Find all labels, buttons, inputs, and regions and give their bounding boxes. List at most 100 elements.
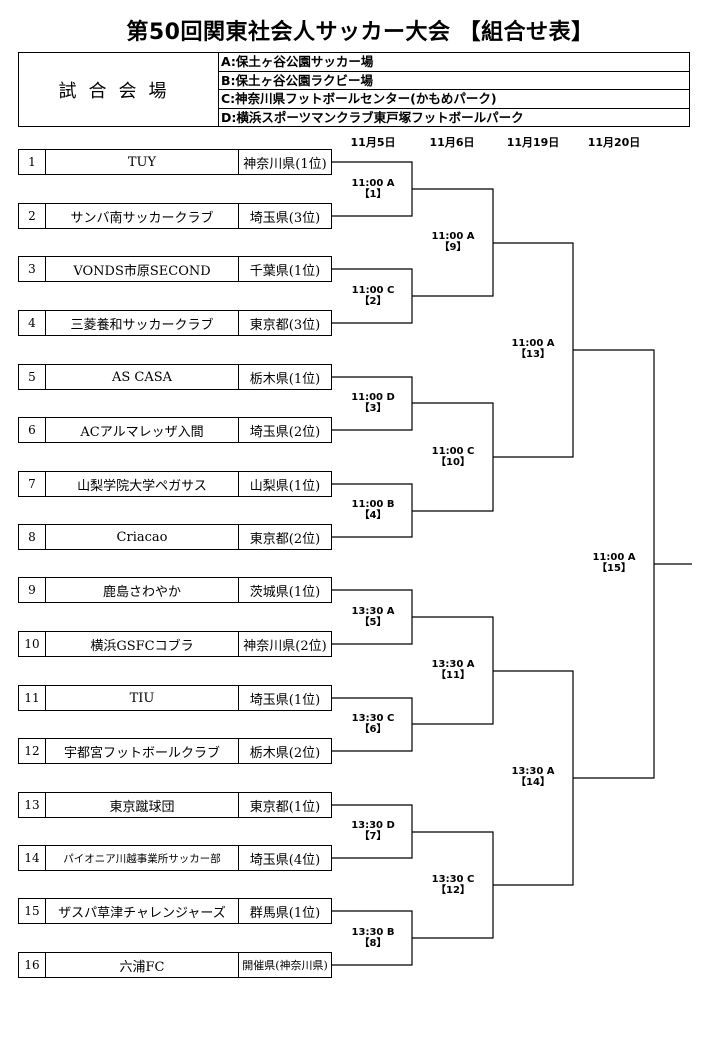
date-final: 11月20日 (587, 136, 641, 149)
team-row: 7 山梨学院大学ペガサス 山梨県(1位) (18, 471, 332, 497)
venue-d: D:横浜スポーツマンクラブ東戸塚フットボールパーク (221, 109, 524, 125)
team-prefecture: 栃木県(2位) (249, 745, 321, 761)
team-row: 8 Criacao 東京都(2位) (18, 524, 332, 550)
match-label: 11:00 D 【3】 (333, 392, 413, 414)
match-time: 11:00 B (351, 499, 395, 510)
match-number: 【7】 (359, 831, 387, 842)
team-name: 三菱養和サッカークラブ (46, 311, 239, 335)
team-prefecture: 茨城県(1位) (249, 584, 321, 600)
team-prefecture: 埼玉県(4位) (249, 852, 321, 868)
match-time: 11:00 A (592, 552, 636, 563)
match-number: 【5】 (359, 617, 387, 628)
match-time: 13:30 A (431, 659, 475, 670)
match-number: 【9】 (439, 242, 467, 253)
match-label: 13:30 B 【8】 (333, 927, 413, 949)
match-label: 13:30 C 【6】 (333, 713, 413, 735)
team-number: 7 (19, 472, 46, 496)
team-prefecture: 栃木県(1位) (249, 371, 321, 387)
team-prefecture: 千葉県(1位) (249, 263, 321, 279)
match-label: 11:00 C 【10】 (413, 446, 493, 468)
team-row: 16 六浦FC 開催県(神奈川県) (18, 952, 332, 978)
team-prefecture: 群馬県(1位) (249, 905, 321, 921)
match-number: 【3】 (359, 403, 387, 414)
team-number: 2 (19, 204, 46, 228)
venue-c: C:神奈川県フットボールセンター(かもめパーク) (219, 90, 689, 109)
team-number: 10 (19, 632, 46, 656)
team-row: 1 TUY 神奈川県(1位) (18, 149, 332, 175)
team-name: TUY (46, 150, 239, 174)
match-time: 13:30 B (351, 927, 395, 938)
team-name: ザスパ草津チャレンジャーズ (46, 899, 239, 923)
team-name: 山梨学院大学ペガサス (46, 472, 239, 496)
match-label: 11:00 A 【13】 (493, 338, 573, 360)
match-time: 11:00 D (351, 392, 395, 403)
match-time: 13:30 C (351, 713, 395, 724)
team-row: 4 三菱養和サッカークラブ 東京都(3位) (18, 310, 332, 336)
match-number: 【11】 (436, 670, 470, 681)
team-number: 1 (19, 150, 46, 174)
team-row: 2 サンバ南サッカークラブ 埼玉県(3位) (18, 203, 332, 229)
date-round2: 11月6日 (429, 136, 475, 149)
date-round3: 11月19日 (506, 136, 560, 149)
team-prefecture: 神奈川県(1位) (243, 156, 327, 172)
match-label: 11:00 A 【9】 (413, 231, 493, 253)
team-prefecture: 埼玉県(3位) (249, 210, 321, 226)
venue-a: A:保土ヶ谷公園サッカー場 (219, 53, 689, 72)
team-row: 13 東京蹴球団 東京都(1位) (18, 792, 332, 818)
team-number: 8 (19, 525, 46, 549)
team-name: パイオニア川越事業所サッカー部 (46, 846, 239, 870)
match-number: 【14】 (516, 777, 550, 788)
match-label: 13:30 A 【11】 (413, 659, 493, 681)
team-name: サンバ南サッカークラブ (46, 204, 239, 228)
team-prefecture: 山梨県(1位) (249, 478, 321, 494)
match-label: 13:30 C 【12】 (413, 874, 493, 896)
match-number: 【6】 (359, 724, 387, 735)
team-prefecture: 埼玉県(1位) (249, 692, 321, 708)
team-row: 5 AS CASA 栃木県(1位) (18, 364, 332, 390)
team-name: 六浦FC (46, 953, 239, 977)
team-name: TIU (46, 686, 239, 710)
team-row: 14 パイオニア川越事業所サッカー部 埼玉県(4位) (18, 845, 332, 871)
team-name: 横浜GSFCコブラ (46, 632, 239, 656)
match-label: 13:30 D 【7】 (333, 820, 413, 842)
team-name: AS CASA (46, 365, 239, 389)
team-row: 12 宇都宮フットボールクラブ 栃木県(2位) (18, 738, 332, 764)
team-row: 6 ACアルマレッザ入間 埼玉県(2位) (18, 417, 332, 443)
team-prefecture: 埼玉県(2位) (249, 424, 321, 440)
match-number: 【13】 (516, 349, 550, 360)
team-number: 15 (19, 899, 46, 923)
venue-b: B:保土ヶ谷公園ラクビー場 (219, 72, 689, 90)
match-number: 【4】 (359, 510, 387, 521)
match-time: 11:00 A (511, 338, 555, 349)
team-number: 11 (19, 686, 46, 710)
team-number: 12 (19, 739, 46, 763)
match-label: 11:00 A 【1】 (333, 178, 413, 200)
team-number: 9 (19, 578, 46, 602)
match-time: 13:30 D (351, 820, 395, 831)
match-number: 【12】 (436, 885, 470, 896)
team-number: 6 (19, 418, 46, 442)
team-prefecture: 東京都(2位) (249, 531, 321, 547)
match-time: 13:30 C (431, 874, 475, 885)
team-row: 10 横浜GSFCコブラ 神奈川県(2位) (18, 631, 332, 657)
team-number: 3 (19, 257, 46, 281)
match-label: 11:00 A 【15】 (574, 552, 654, 574)
match-number: 【10】 (436, 457, 470, 468)
match-time: 13:30 A (511, 766, 555, 777)
team-name: Criacao (46, 525, 239, 549)
team-number: 4 (19, 311, 46, 335)
team-prefecture: 開催県(神奈川県) (242, 959, 328, 972)
match-time: 11:00 C (431, 446, 475, 457)
team-name: 東京蹴球団 (46, 793, 239, 817)
match-label: 13:30 A 【5】 (333, 606, 413, 628)
team-number: 16 (19, 953, 46, 977)
date-round1: 11月5日 (350, 136, 396, 149)
team-number: 14 (19, 846, 46, 870)
team-row: 15 ザスパ草津チャレンジャーズ 群馬県(1位) (18, 898, 332, 924)
team-number: 13 (19, 793, 46, 817)
venue-table: 試合会場 A:保土ヶ谷公園サッカー場 B:保土ヶ谷公園ラクビー場 C:神奈川県フ… (18, 52, 690, 127)
match-number: 【15】 (597, 563, 631, 574)
team-name: 宇都宮フットボールクラブ (46, 739, 239, 763)
team-name: VONDS市原SECOND (46, 257, 239, 281)
